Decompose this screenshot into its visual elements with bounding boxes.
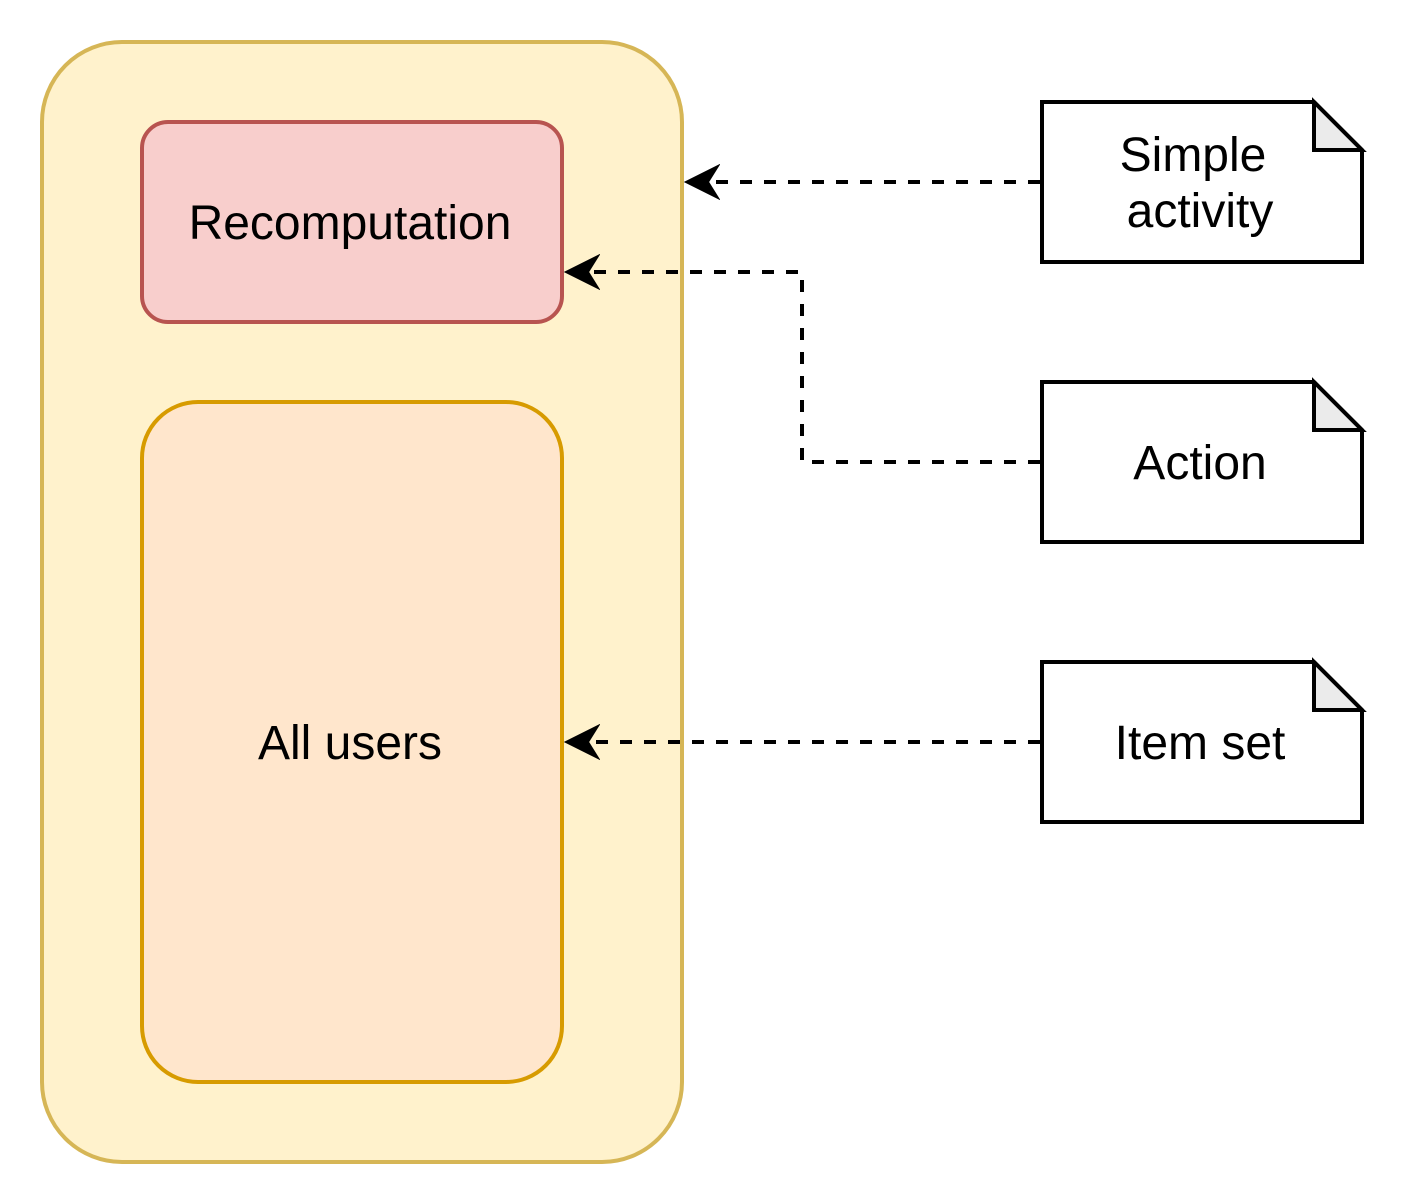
simple-activity-label-line1: Simple	[1120, 129, 1267, 182]
recomputation-box	[140, 120, 564, 324]
item-set-label: Item set	[1115, 717, 1286, 770]
action-note[interactable]: Action	[1040, 377, 1367, 544]
all-users-node[interactable]: All users	[140, 400, 564, 1084]
item-set-note[interactable]: Item set	[1040, 657, 1367, 824]
action-label: Action	[1133, 437, 1266, 490]
action-note-body	[1040, 380, 1364, 544]
recomputation-label: Recomputation	[189, 197, 512, 250]
simple-activity-note-fold	[1312, 97, 1367, 152]
all-users-box	[140, 400, 564, 1084]
all-users-label: All users	[258, 717, 442, 770]
item-set-note-fold	[1312, 657, 1367, 712]
simple-activity-note[interactable]: Simple activity	[1040, 97, 1367, 264]
item-set-note-body	[1040, 660, 1364, 824]
recomputation-node[interactable]: Recomputation	[140, 120, 564, 324]
simple-activity-label-line2: activity	[1127, 185, 1274, 238]
action-note-fold	[1312, 377, 1367, 432]
simple-activity-note-body	[1040, 100, 1364, 264]
